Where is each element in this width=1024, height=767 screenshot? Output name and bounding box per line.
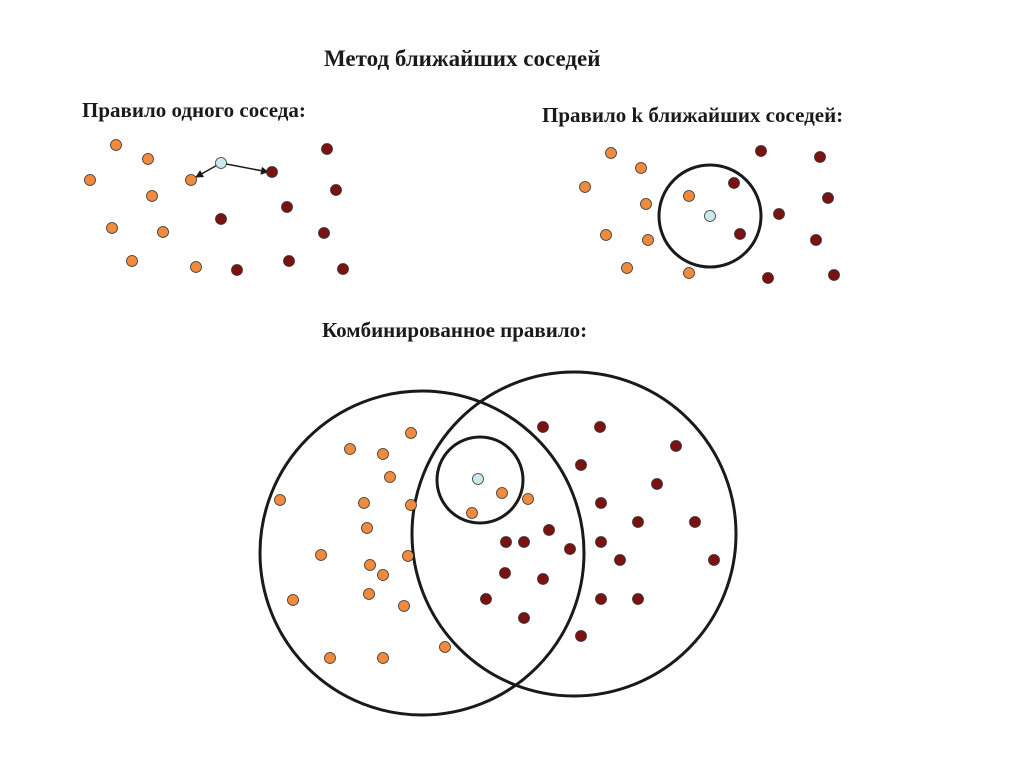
combined-class-b-point (708, 554, 720, 566)
combined-inner-circle (435, 435, 525, 525)
combined-class-b-point (499, 567, 511, 579)
one-rule-class-a-point (157, 226, 169, 238)
k-neighbors-rule-title: Правило k ближайших соседей: (542, 103, 844, 127)
combined-class-a-point (361, 522, 373, 534)
k-rule-class-b-point (728, 177, 740, 189)
combined-class-a-point (364, 559, 376, 571)
k-rule-class-a-point (605, 147, 617, 159)
combined-class-a-point (363, 588, 375, 600)
combined-query-point (472, 473, 484, 485)
combined-class-b-point (595, 497, 607, 509)
combined-class-b-point (632, 593, 644, 605)
one-rule-class-a-point (110, 139, 122, 151)
arrows-and-circles (195, 162, 763, 717)
one-rule-class-b-point (266, 166, 278, 178)
combined-class-b-point (537, 573, 549, 585)
k-rule-class-b-point (814, 151, 826, 163)
combined-class-a-point (377, 448, 389, 460)
k-rule-class-a-point (600, 229, 612, 241)
combined-class-b-point (480, 593, 492, 605)
k-rule-class-b-point (762, 272, 774, 284)
combined-class-b-point (543, 524, 555, 536)
combined-class-a-point (439, 641, 451, 653)
one-rule-class-b-point (215, 213, 227, 225)
k-rule-query-point (704, 210, 716, 222)
k-rule-class-a-point (621, 262, 633, 274)
combined-class-b-point (575, 459, 587, 471)
combined-class-b-point (670, 440, 682, 452)
combined-class-a-point (496, 487, 508, 499)
combined-class-a-point (315, 549, 327, 561)
k-rule-class-a-point (640, 198, 652, 210)
k-rule-class-a-point (683, 190, 695, 202)
combined-class-b-point (651, 478, 663, 490)
combined-right-circle (410, 370, 738, 698)
k-rule-class-b-point (828, 269, 840, 281)
one-rule-class-b-point (330, 184, 342, 196)
one-rule-class-a-point (126, 255, 138, 267)
combined-class-a-point (274, 494, 286, 506)
one-rule-class-a-point (190, 261, 202, 273)
combined-class-a-point (358, 497, 370, 509)
k-rule-class-a-point (642, 234, 654, 246)
combined-class-b-point (518, 612, 530, 624)
k-rule-class-a-point (635, 162, 647, 174)
combined-class-b-point (595, 536, 607, 548)
data-points (84, 139, 840, 664)
combined-class-a-point (405, 427, 417, 439)
combined-class-b-point (500, 536, 512, 548)
combined-class-a-point (377, 652, 389, 664)
k-rule-class-b-point (822, 192, 834, 204)
combined-class-b-point (614, 554, 626, 566)
combined-class-b-point (575, 630, 587, 642)
one-rule-class-b-point (337, 263, 349, 275)
combined-class-a-point (384, 471, 396, 483)
combined-class-a-point (344, 443, 356, 455)
one-neighbor-rule-title: Правило одного соседа: (82, 98, 306, 122)
one-rule-class-b-point (281, 201, 293, 213)
combined-rule-title: Комбинированное правило: (322, 318, 588, 342)
k-rule-neighborhood-circle (657, 163, 763, 269)
combined-class-b-point (518, 536, 530, 548)
combined-class-a-point (522, 493, 534, 505)
k-rule-class-a-point (579, 181, 591, 193)
combined-class-a-point (377, 569, 389, 581)
combined-class-b-point (564, 543, 576, 555)
one-rule-class-a-point (106, 222, 118, 234)
combined-class-a-point (324, 652, 336, 664)
one-rule-class-b-point (231, 264, 243, 276)
combined-class-a-point (398, 600, 410, 612)
combined-class-a-point (287, 594, 299, 606)
k-rule-class-a-point (683, 267, 695, 279)
k-rule-class-b-point (810, 234, 822, 246)
combined-class-a-point (405, 499, 417, 511)
combined-class-b-point (594, 421, 606, 433)
one-rule-query-point (215, 157, 227, 169)
k-rule-class-b-point (755, 145, 767, 157)
combined-class-b-point (595, 593, 607, 605)
combined-class-a-point (466, 507, 478, 519)
k-rule-class-b-point (734, 228, 746, 240)
combined-class-b-point (632, 516, 644, 528)
combined-left-circle (258, 389, 586, 717)
combined-class-b-point (537, 421, 549, 433)
one-rule-class-b-point (283, 255, 295, 267)
one-rule-class-a-point (185, 174, 197, 186)
combined-class-b-point (689, 516, 701, 528)
one-rule-class-a-point (84, 174, 96, 186)
k-rule-class-b-point (773, 208, 785, 220)
one-rule-class-a-point (142, 153, 154, 165)
one-rule-class-a-point (146, 190, 158, 202)
arrow-to-class-b (220, 162, 269, 175)
one-rule-class-b-point (321, 143, 333, 155)
combined-class-a-point (402, 550, 414, 562)
page-title: Метод ближайших соседей (324, 46, 601, 71)
one-rule-class-b-point (318, 227, 330, 239)
